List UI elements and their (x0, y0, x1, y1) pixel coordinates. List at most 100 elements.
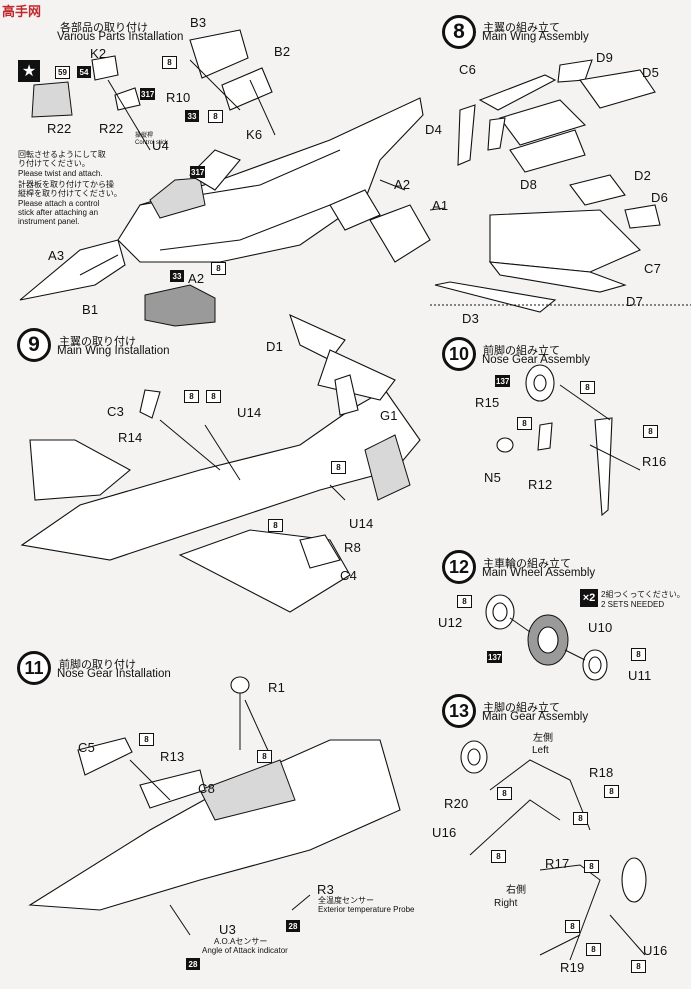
color-badge: 28 (186, 958, 200, 970)
cement-badge: 8 (139, 733, 154, 746)
part-label-d9: D9 (596, 50, 614, 65)
step7-title-jp: 各部品の取り付け (60, 22, 148, 34)
part-label-r3: R3 (317, 882, 335, 897)
part-label-u10: U10 (588, 620, 613, 635)
part-label-u3: U3 (219, 922, 237, 937)
site-watermark: 高手网 (2, 4, 42, 19)
part-label-b1: B1 (82, 302, 99, 317)
color-badge: 137 (487, 651, 503, 663)
part-label-r18: R18 (589, 765, 614, 780)
cement-badge: 8 (257, 750, 272, 763)
step10-title-jp: 前脚の組み立て (483, 345, 560, 357)
cement-badge: 8 (580, 381, 595, 394)
part-label-c8: C8 (198, 781, 216, 796)
twist-note-jp: 回転させるようにして取 り付けてください。 (18, 150, 106, 168)
panel-note-jp: 計器板を取り付けてから操 縦桿を取り付けてください。 (18, 180, 122, 198)
part-label-r22: R22 (47, 121, 72, 136)
color-badge: 317 (190, 166, 206, 178)
part-label-u16: U16 (432, 825, 457, 840)
u3-note-en: Angle of Attack indicator (202, 946, 288, 955)
cement-badge: 8 (162, 56, 177, 69)
r3-note-en: Exterior temperature Probe (318, 905, 415, 914)
part-label-a2: A2 (394, 177, 411, 192)
part-label-u14-2: U14 (349, 516, 374, 531)
part-label-r1: R1 (268, 680, 286, 695)
cement-badge: 8 (517, 417, 532, 430)
control-stick-note: 操縦桿 Control stick (135, 133, 169, 146)
part-label-c6: C6 (459, 62, 477, 77)
panel-note-en: Please attach a control stick after atta… (18, 199, 100, 226)
cement-badge: 8 (586, 943, 601, 956)
color-badge: 54 (77, 66, 91, 78)
part-label-r15: R15 (475, 395, 500, 410)
color-badge: 33 (185, 110, 199, 122)
u3-note-jp: A.O.Aセンサー (214, 937, 268, 946)
step10-nose-gear-drawing (496, 364, 641, 517)
step13-main-gear-drawing (460, 740, 647, 961)
cement-badge: 8 (184, 390, 199, 403)
cement-badge: 8 (604, 785, 619, 798)
part-label-k2: K2 (90, 46, 107, 61)
step7-title-en: Various Parts Installation (57, 31, 184, 43)
cement-badge: 8 (268, 519, 283, 532)
step11-title-en: Nose Gear Installation (57, 668, 171, 680)
step12-title-jp: 主車輪の組み立て (483, 558, 571, 570)
step8-number: 8 (442, 15, 476, 49)
part-label-r10: R10 (166, 90, 191, 105)
part-label-r20: R20 (444, 796, 469, 811)
step10-number: 10 (442, 337, 476, 371)
cement-badge: 8 (565, 920, 580, 933)
step13-title-en: Main Gear Assembly (482, 711, 589, 723)
part-label-d6: D6 (651, 190, 669, 205)
step8-title-en: Main Wing Assembly (482, 31, 589, 43)
part-label-u4: U4 (152, 138, 170, 153)
part-label-b3: B3 (190, 15, 207, 30)
part-label-r22-2: R22 (99, 121, 124, 136)
cement-badge: 8 (206, 390, 221, 403)
color-badge: 28 (286, 920, 300, 932)
r3-note-jp: 全温度センサー (318, 896, 374, 905)
cement-badge: 8 (573, 812, 588, 825)
part-label-a1: A1 (432, 198, 449, 213)
step11-nose-drawing (28, 676, 401, 936)
part-label-d2: D2 (634, 168, 652, 183)
step12-title-en: Main Wheel Assembly (482, 567, 596, 579)
cement-badge: 8 (584, 860, 599, 873)
color-badge: 317 (140, 88, 156, 100)
part-label-d4: D4 (425, 122, 443, 137)
step13-title-jp: 主脚の組み立て (483, 702, 560, 714)
step13-number: 13 (442, 694, 476, 728)
part-label-c7: C7 (644, 261, 662, 276)
part-label-u12: U12 (438, 615, 463, 630)
part-label-g1: G1 (380, 408, 398, 423)
cement-badge: 8 (643, 425, 658, 438)
sets-note-jp: 2組つくってください。 (601, 590, 685, 599)
quantity-badge: ×2 (580, 589, 598, 607)
part-label-c4: C4 (340, 568, 358, 583)
part-label-u14: U14 (237, 405, 262, 420)
color-badge: 137 (495, 375, 511, 387)
left-side-jp: 左側 (533, 733, 553, 744)
part-label-c5: C5 (78, 740, 96, 755)
part-label-u11: U11 (628, 668, 652, 683)
part-label-d7: D7 (626, 294, 644, 309)
part-label-n5: N5 (484, 470, 502, 485)
cement-badge: 8 (497, 787, 512, 800)
left-side-en: Left (532, 745, 549, 756)
step7-fuselage-drawing (19, 29, 446, 327)
part-label-d5: D5 (642, 65, 660, 80)
part-label-r12: R12 (528, 477, 553, 492)
cement-badge: 8 (631, 960, 646, 973)
step9-title-en: Main Wing Installation (57, 345, 170, 357)
sets-note-en: 2 SETS NEEDED (601, 600, 665, 609)
part-label-a2-2: A2 (188, 271, 205, 286)
part-label-a3: A3 (48, 248, 65, 263)
step8-title-jp: 主翼の組み立て (483, 22, 560, 34)
part-label-d3: D3 (462, 311, 480, 326)
color-badge: 33 (170, 270, 184, 282)
part-label-k6: K6 (246, 127, 263, 142)
color-badge: 59 (55, 66, 70, 79)
part-label-r16: R16 (642, 454, 667, 469)
step12-number: 12 (442, 550, 476, 584)
